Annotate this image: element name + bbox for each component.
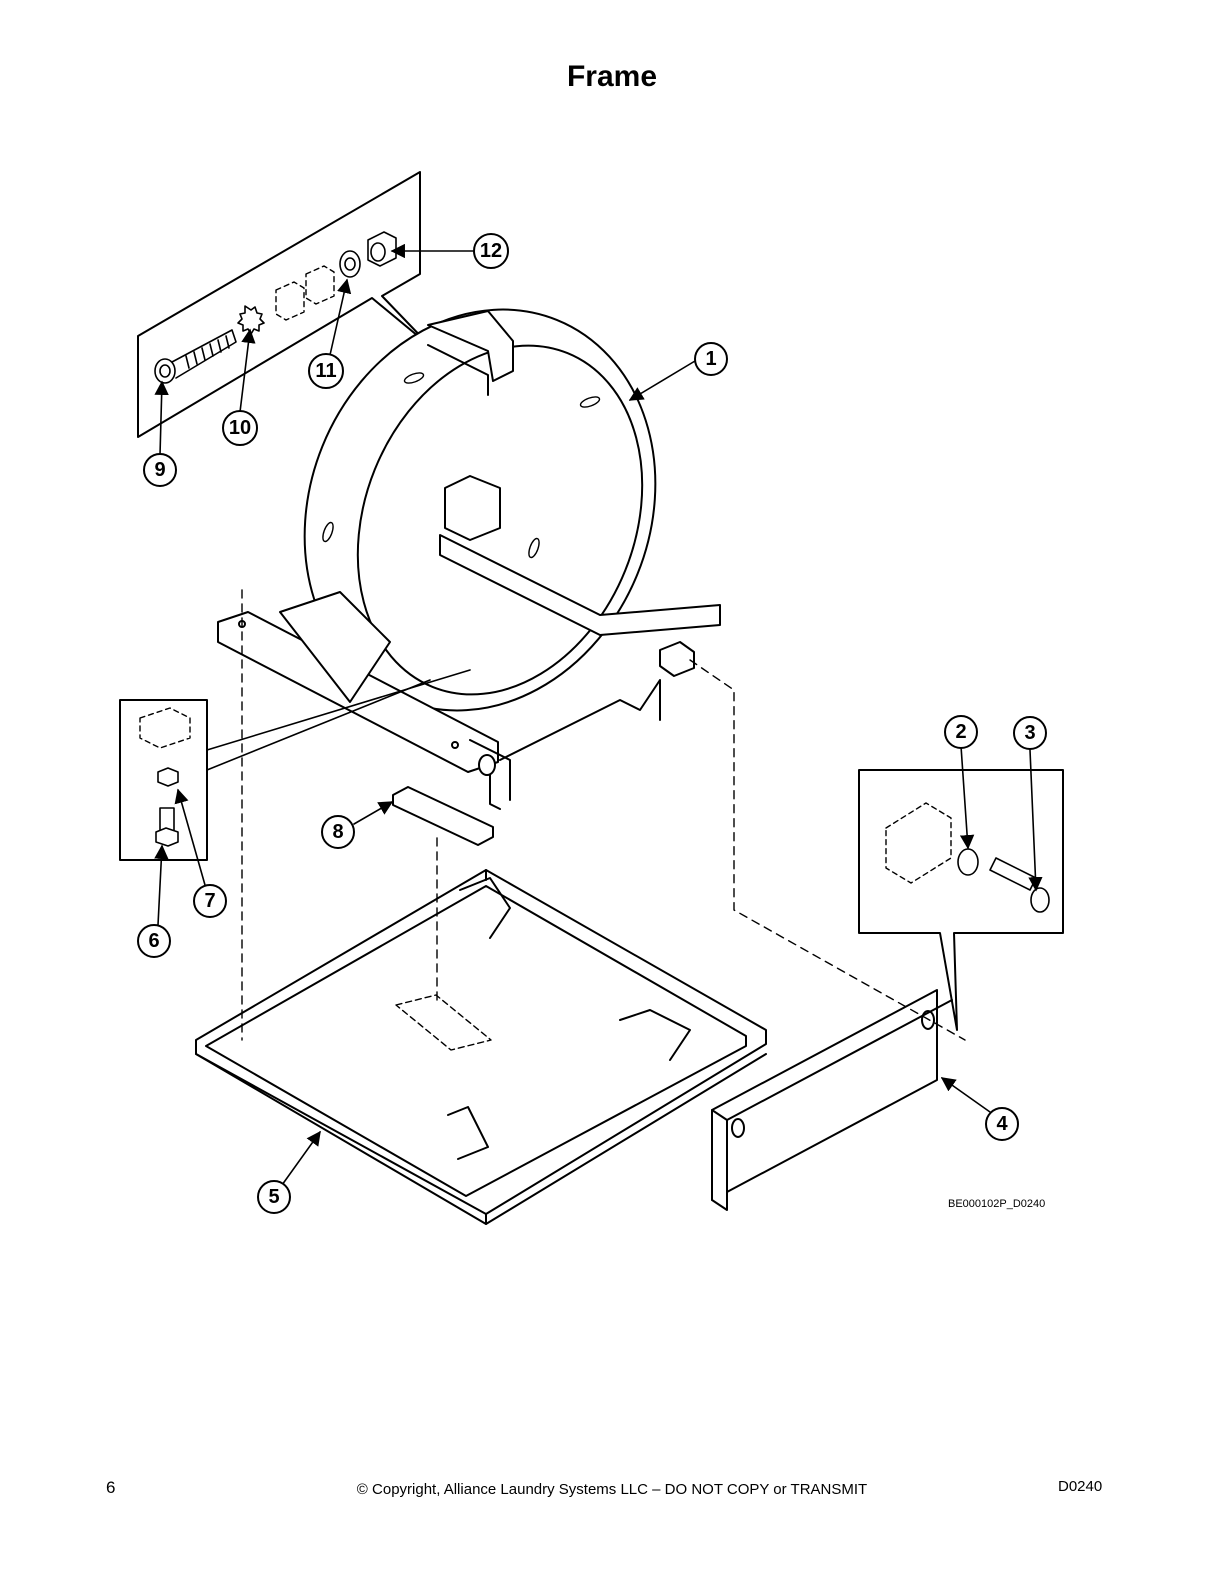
callout-10	[222, 410, 258, 446]
diagram-reference-code: BE000102P_D0240	[948, 1198, 1046, 1210]
callout-12	[473, 233, 509, 269]
inset-panel-washer-screw	[858, 769, 1064, 1031]
callout-9	[143, 453, 177, 487]
cap-screw-part	[154, 329, 237, 384]
callout-4-label: 4	[996, 1113, 1008, 1135]
page-title: Frame	[566, 60, 658, 93]
alignment-lines	[241, 589, 966, 1041]
callout-3	[1013, 716, 1047, 750]
nut-part	[367, 231, 397, 267]
copyright-notice: © Copyright, Alliance Laundry Systems LL…	[356, 1481, 868, 1498]
callout-2	[944, 715, 978, 749]
callout-5	[257, 1180, 291, 1214]
page-number: 6	[106, 1478, 116, 1497]
callout-11	[308, 353, 344, 389]
callout-1-label: 1	[705, 348, 716, 370]
callout-7	[193, 884, 227, 918]
callout-9-label: 9	[154, 459, 165, 481]
panel-part-4	[711, 989, 953, 1211]
leader-lines	[154, 243, 1043, 1186]
callout-2-label: 2	[955, 721, 966, 743]
callout-12-label: 12	[480, 240, 502, 262]
callout-6	[137, 924, 171, 958]
callout-4	[985, 1107, 1019, 1141]
callout-3-label: 3	[1024, 722, 1035, 744]
callout-8	[321, 815, 355, 849]
strip-part-8	[392, 786, 494, 846]
callout-11-label: 11	[315, 360, 336, 382]
callout-10-label: 10	[229, 417, 251, 439]
inset-panel-nut-bolt	[119, 669, 471, 861]
callout-7-label: 7	[204, 890, 215, 912]
flat-washer-part	[339, 250, 361, 278]
callout-8-label: 8	[332, 821, 343, 843]
upper-frame-rails	[217, 475, 721, 810]
base-frame-part-5	[195, 869, 767, 1225]
callout-1	[694, 342, 728, 376]
callout-5-label: 5	[268, 1186, 279, 1208]
document-code: D0240	[1058, 1478, 1103, 1495]
callout-6-label: 6	[148, 930, 159, 952]
